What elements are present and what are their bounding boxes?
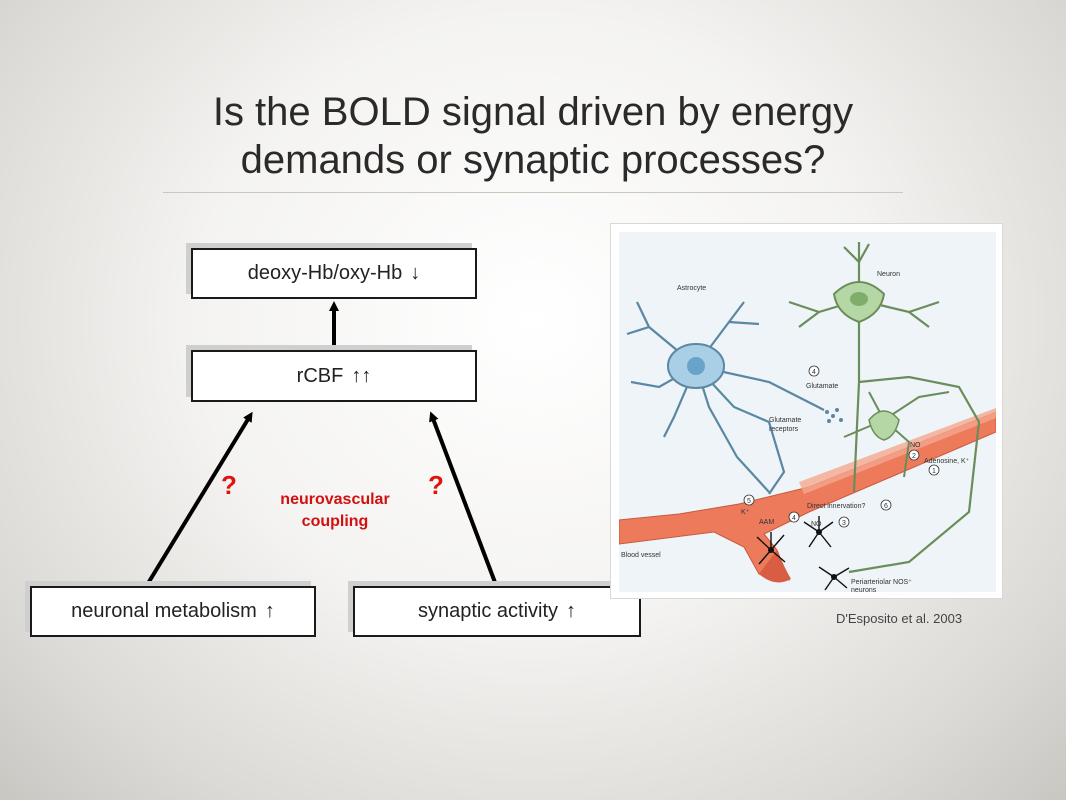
- label-no-2: NO: [811, 521, 822, 528]
- marker-1: 1: [932, 468, 936, 475]
- title-divider: [163, 192, 903, 193]
- marker-2: 2: [912, 453, 916, 460]
- marker-4b: 4: [792, 515, 796, 522]
- coupling-line-1: neurovascular: [280, 491, 390, 508]
- question-mark-right: ?: [428, 470, 444, 500]
- deoxy-oxy-hb-label: deoxy-Hb/oxy-Hb: [247, 262, 403, 284]
- illustration-panel: Astrocyte Neuron Glutamate Glutamate rec…: [618, 232, 997, 594]
- neuronal-metabolism-box: neuronal metabolism ↑: [30, 586, 316, 637]
- label-glutamate: Glutamate: [806, 383, 838, 390]
- title-line-1: Is the BOLD signal driven by energy: [212, 90, 854, 134]
- synaptic-activity-box: synaptic activity ↑: [353, 586, 641, 637]
- blood-vessel-end: [759, 550, 791, 583]
- neuron-body-2: [868, 410, 900, 441]
- synaptic-activity-label: synaptic activity: [417, 600, 559, 622]
- arrow-up-icon: ↑: [264, 600, 275, 622]
- label-adenosine: Adenosine, K⁺: [924, 458, 970, 465]
- arrow-down-icon: ↓: [410, 262, 421, 284]
- label-blood-vessel: Blood vessel: [621, 552, 661, 559]
- step-markers: [743, 365, 940, 528]
- arrow-up-icon: ↑: [566, 600, 577, 622]
- label-no: NO: [910, 442, 921, 449]
- label-periarteriolar-1: Periarteriolar NOS⁺: [851, 579, 912, 586]
- neuronal-metabolism-label: neuronal metabolism: [71, 600, 257, 622]
- label-direct-innervation: Direct innervation?: [807, 503, 865, 510]
- neurovascular-illustration: Astrocyte Neuron Glutamate Glutamate rec…: [610, 223, 1003, 599]
- title-line-2: demands or synaptic processes?: [240, 138, 826, 182]
- astrocyte-cell: [626, 301, 825, 495]
- figure-citation: D'Esposito et al. 2003: [836, 611, 963, 626]
- question-mark-left: ?: [221, 470, 237, 500]
- coupling-line-2: coupling: [301, 513, 369, 530]
- label-periarteriolar-2: neurons: [851, 587, 877, 592]
- label-k: K⁺: [741, 509, 750, 516]
- label-aam: AAM: [759, 519, 774, 526]
- slide-title: Is the BOLD signal driven by energy dema…: [60, 88, 1006, 184]
- marker-3: 3: [842, 520, 846, 527]
- neurovascular-coupling-label: neurovascular coupling: [265, 489, 405, 533]
- rcbf-box: rCBF ↑↑: [191, 350, 477, 402]
- deoxy-oxy-hb-box: deoxy-Hb/oxy-Hb ↓: [191, 248, 477, 299]
- neuron-nucleus: [850, 292, 868, 306]
- label-astrocyte: Astrocyte: [677, 285, 706, 292]
- label-neuron: Neuron: [877, 271, 900, 278]
- illustration-svg: Astrocyte Neuron Glutamate Glutamate rec…: [618, 242, 997, 594]
- astrocyte-nucleus: [687, 357, 705, 375]
- glutamate-vesicles: [825, 408, 843, 423]
- periarteriolar-bodies: [768, 529, 837, 580]
- marker-6: 6: [884, 503, 888, 510]
- rcbf-label: rCBF: [296, 364, 344, 387]
- vessel-wall-band: [799, 408, 996, 494]
- label-glutamate-receptors-2: receptors: [769, 426, 799, 433]
- marker-4: 4: [812, 369, 816, 376]
- periarteriolar-neurons: [756, 516, 850, 591]
- label-glutamate-receptors-1: Glutamate: [769, 417, 801, 424]
- double-arrow-up-icon: ↑↑: [351, 364, 372, 387]
- marker-5: 5: [747, 498, 751, 505]
